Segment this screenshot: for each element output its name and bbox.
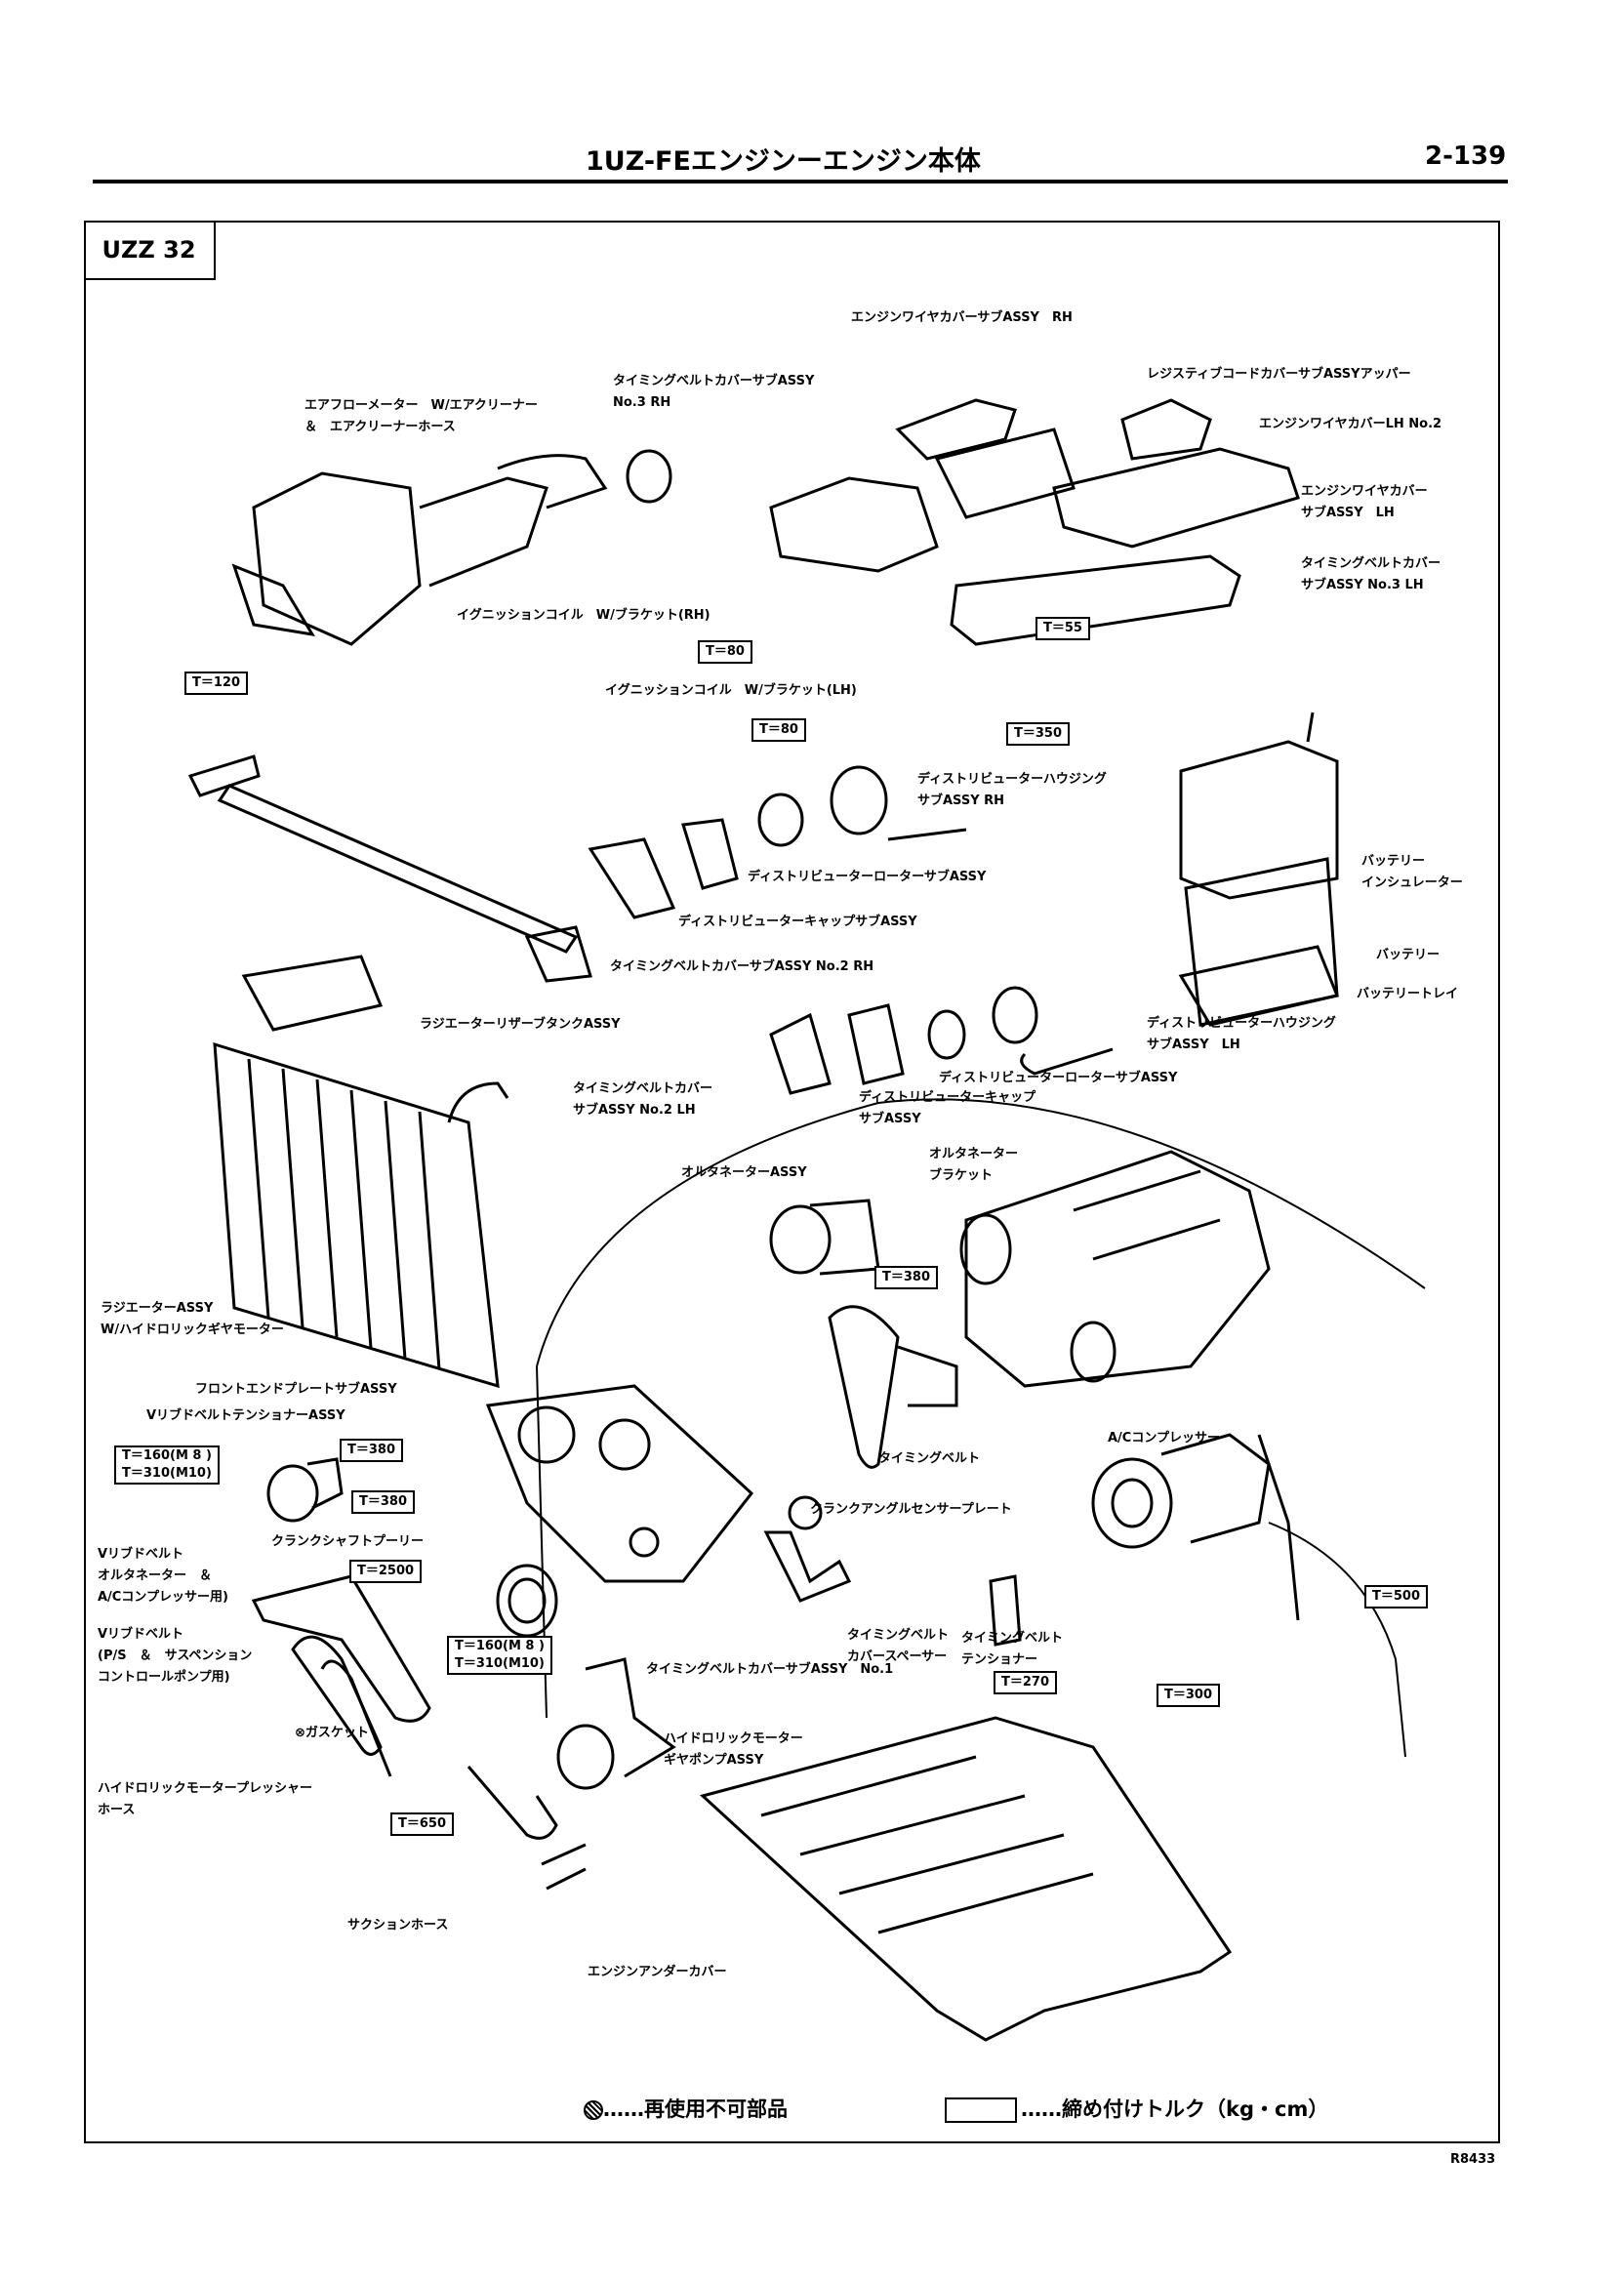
battery-drawing	[1178, 712, 1340, 1027]
label-timing-belt-cover-no1: タイミングベルトカバーサブASSY No.1	[646, 1662, 894, 1677]
label-suction-hose: サクションホース	[347, 1918, 449, 1933]
label-alternator-bracket: オルタネーター ブラケット	[929, 1147, 1019, 1183]
label-front-end-plate: フロントエンドプレートサブASSY	[195, 1382, 397, 1397]
label-ignition-coil-rh: イグニッションコイル W/ブラケット(RH)	[457, 608, 710, 623]
engine-wire-cover-lh-drawing	[1052, 398, 1300, 549]
label-crank-angle-sensor-plate: クランクアングルセンサープレート	[810, 1502, 1012, 1517]
torque-box-55: T＝55	[1035, 617, 1090, 640]
pressure-hose-drawing	[467, 1766, 558, 1840]
legend-non-reusable-text: ……再使用不可部品	[603, 2097, 788, 2121]
label-engine-wire-cover-lh: エンジンワイヤカバー サブASSY LH	[1301, 484, 1428, 520]
label-distributor-rotor-rh: ディストリビューターローターサブASSY	[748, 870, 987, 884]
front-end-plate-drawing	[485, 1384, 754, 1583]
label-v-ribbed-belt-tensioner: VリブドベルトテンショナーASSY	[146, 1408, 345, 1423]
label-hydraulic-motor-pump: ハイドロリックモーター ギヤポンプASSY	[664, 1731, 803, 1768]
label-radiator-reserve-tank: ラジエーターリザーブタンクASSY	[420, 1017, 621, 1032]
label-timing-belt-cover-no3-lh: タイミングベルトカバー サブASSY No.3 LH	[1301, 556, 1441, 592]
label-timing-belt-cover-no2-rh: タイミングベルトカバーサブASSY No.2 RH	[610, 959, 874, 974]
torque-box-160-310-tensioner: T＝160(M 8 ) T＝310(M10)	[114, 1445, 220, 1485]
label-battery-insulator: バッテリー インシュレーター	[1361, 854, 1463, 890]
engine-block-drawing	[959, 1150, 1271, 1388]
page-title: 1UZ-FEエンジンーエンジン本体	[586, 146, 981, 177]
header-rule	[93, 180, 1508, 183]
crank-pulley-drawing	[496, 1564, 558, 1638]
label-timing-belt: タイミングベルト	[878, 1451, 981, 1466]
distributor-rh-drawing	[588, 765, 967, 919]
torque-box-500: T＝500	[1364, 1585, 1429, 1608]
label-air-flow-meter: エアフローメーター W/エアクリーナー ＆ エアクリーナーホース	[304, 398, 538, 434]
torque-box-650: T＝650	[390, 1812, 455, 1836]
legend-torque: ……締め付けトルク（kg・cm）	[945, 2094, 1328, 2123]
label-distributor-cap-lh: ディストリビューターキャップ サブASSY	[859, 1090, 1036, 1126]
label-distributor-rotor-lh: ディストリビューターローターサブASSY	[939, 1071, 1178, 1085]
torque-box-2500: T＝2500	[349, 1560, 423, 1583]
torque-box-80-rh: T＝80	[698, 640, 752, 664]
v-belts-drawing	[251, 1574, 431, 1777]
tensioner-drawing	[266, 1457, 344, 1523]
alternator-drawing	[769, 1199, 880, 1276]
hydraulic-pump-drawing	[556, 1657, 676, 1790]
legend-non-reusable: ……再使用不可部品	[584, 2094, 788, 2123]
label-hydraulic-pressure-hose: ハイドロリックモータープレッシャー ホース	[98, 1781, 312, 1817]
label-distributor-housing-rh: ディストリビューターハウジング サブASSY RH	[917, 772, 1107, 808]
torque-box-380-alt: T＝380	[874, 1266, 939, 1289]
label-timing-belt-cover-no2-lh: タイミングベルトカバー サブASSY No.2 LH	[573, 1081, 713, 1118]
label-battery-tray: バッテリートレイ	[1357, 987, 1459, 1001]
torque-box-270: T＝270	[994, 1671, 1058, 1694]
label-engine-wire-cover-rh: エンジンワイヤカバーサブASSY RH	[851, 310, 1073, 325]
label-distributor-cap-rh: ディストリビューターキャップサブASSY	[678, 915, 917, 929]
label-ignition-coil-lh: イグニッションコイル W/ブラケット(LH)	[605, 683, 857, 698]
label-v-ribbed-belt-ps: Vリブドベルト (P/S ＆ サスペンション コントロールポンプ用)	[98, 1627, 253, 1685]
label-engine-wire-cover-lh-no2: エンジンワイヤカバーLH No.2	[1259, 417, 1442, 431]
timing-cover-lh-no3-drawing	[950, 554, 1241, 646]
label-timing-belt-tensioner: タイミングベルト テンショナー	[961, 1631, 1064, 1667]
timing-cover-rh-no3-drawing	[769, 398, 1076, 573]
page-number: 2-139	[1425, 142, 1507, 171]
under-cover-drawing	[699, 1716, 1233, 2042]
label-distributor-housing-lh: ディストリビューターハウジング サブASSY LH	[1147, 1016, 1336, 1052]
label-resistive-cord-cover-upper: レジスティブコードカバーサブASSYアッパー	[1147, 367, 1411, 382]
legend-torque-text: ……締め付けトルク（kg・cm）	[1021, 2097, 1329, 2121]
non-reusable-part-icon	[584, 2100, 603, 2120]
torque-box-80-lh: T＝80	[751, 718, 806, 742]
radiator-drawing	[213, 1041, 509, 1389]
timing-belt-drawing	[828, 1305, 958, 1469]
ac-compressor-drawing	[1091, 1433, 1300, 1621]
label-timing-belt-cover-spacer: タイミングベルト カバースペーサー	[847, 1628, 950, 1664]
label-alternator: オルタネーターASSY	[681, 1165, 807, 1180]
torque-box-380-b: T＝380	[351, 1490, 416, 1514]
torque-box-icon	[945, 2097, 1017, 2123]
torque-box-160-310-pump: T＝160(M 8 ) T＝310(M10)	[447, 1636, 552, 1675]
crank-sensor-plate-drawing	[763, 1495, 852, 1603]
label-engine-under-cover: エンジンアンダーカバー	[588, 1965, 727, 1979]
belt-tensioner-drawing	[989, 1574, 1022, 1647]
label-gasket: ⊗ガスケット	[295, 1726, 369, 1740]
air-cleaner-drawing	[231, 449, 672, 646]
torque-box-380-a: T＝380	[340, 1439, 404, 1462]
torque-box-300: T＝300	[1157, 1684, 1221, 1707]
torque-box-120: T＝120	[184, 672, 249, 695]
radiator-support-drawing	[187, 754, 592, 983]
label-timing-belt-cover-no3-rh: タイミングベルトカバーサブASSY No.3 RH	[613, 374, 815, 410]
label-battery: バッテリー	[1376, 948, 1441, 962]
figure-code: R8433	[1450, 2152, 1496, 2167]
model-code-box: UZZ 32	[84, 221, 216, 280]
label-ac-compressor: A/Cコンプレッサー	[1108, 1431, 1220, 1445]
label-v-ribbed-belt-alt-ac: Vリブドベルト オルタネーター ＆ A/Cコンプレッサー用)	[98, 1547, 228, 1605]
suction-hose-drawing	[541, 1843, 587, 1891]
reserve-tank-drawing	[241, 955, 384, 1032]
label-crankshaft-pulley: クランクシャフトプーリー	[271, 1534, 425, 1549]
label-radiator: ラジエーターASSY W/ハイドロリックギヤモーター	[101, 1301, 284, 1337]
distributor-lh-drawing	[769, 986, 1114, 1095]
torque-box-350: T＝350	[1006, 722, 1071, 746]
diagram-frame	[84, 221, 1500, 2143]
